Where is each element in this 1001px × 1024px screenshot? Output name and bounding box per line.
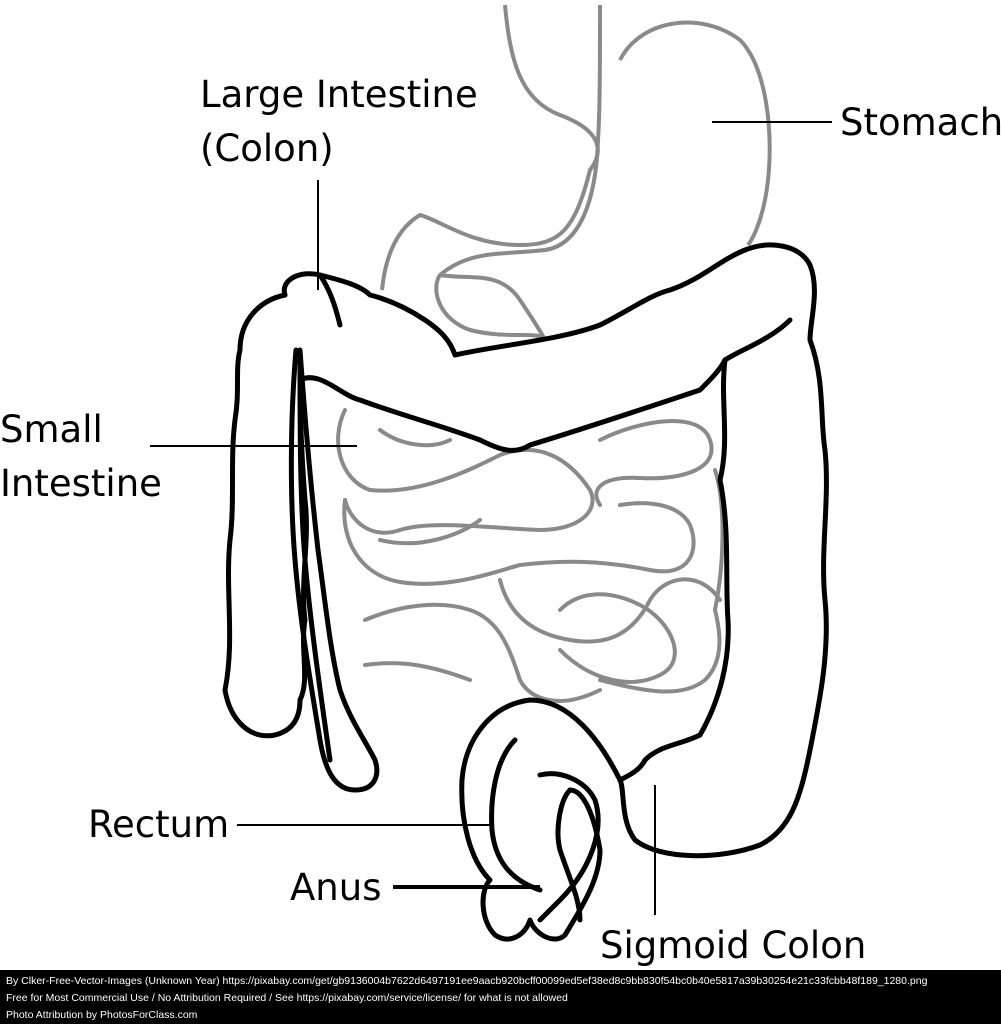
label-stomach: Stomach: [840, 101, 1001, 144]
leader-lines: [150, 121, 832, 915]
label-anus: Anus: [290, 866, 382, 909]
attribution-credit: Photo Attribution by PhotosForClass.com: [6, 1009, 198, 1021]
small-intestine-shape: [336, 408, 725, 703]
label-sigmoid-colon: Sigmoid Colon: [600, 924, 867, 967]
stomach-shape: [380, 4, 772, 342]
label-large-intestine: Large Intestine: [200, 73, 478, 116]
attribution-license: Free for Most Commercial Use / No Attrib…: [6, 992, 568, 1004]
label-intestine: Intestine: [0, 462, 162, 505]
label-small: Small: [0, 408, 103, 451]
digestive-system-diagram: [150, 4, 832, 942]
label-colon: (Colon): [200, 127, 334, 170]
attribution-source: By Clker-Free-Vector-Images (Unknown Yea…: [6, 975, 928, 987]
attribution-footer: By Clker-Free-Vector-Images (Unknown Yea…: [0, 970, 1001, 1024]
label-rectum: Rectum: [88, 803, 230, 846]
large-intestine-shape: [222, 242, 829, 942]
